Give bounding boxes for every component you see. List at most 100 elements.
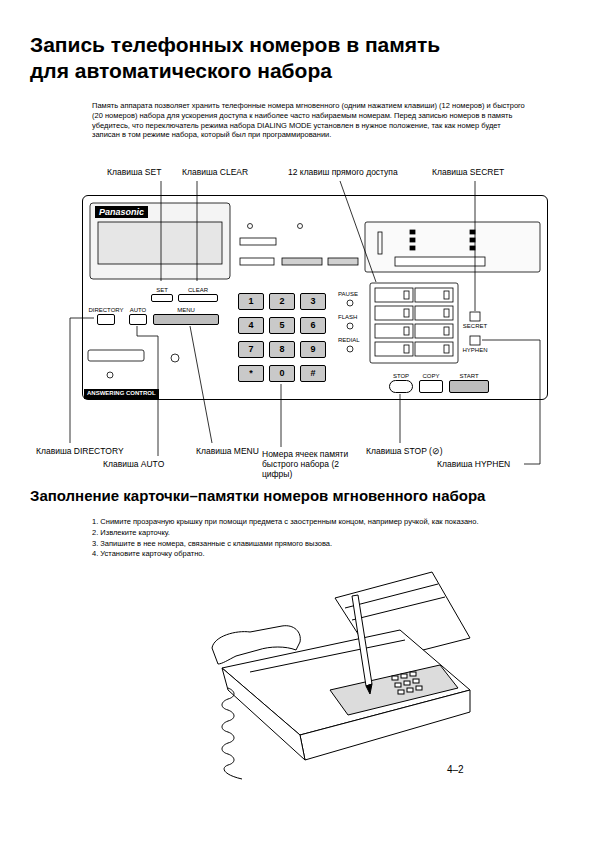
key-label: STOP bbox=[393, 373, 409, 379]
indicator-square bbox=[410, 230, 415, 234]
key-digit: 3 bbox=[310, 297, 315, 306]
key-label: DIRECTORY bbox=[88, 307, 123, 313]
round-button bbox=[347, 300, 353, 306]
step-text: 1. Снимите прозрачную крышку при помощи … bbox=[92, 517, 532, 527]
callout-label: Клавиша SET bbox=[107, 167, 161, 178]
key bbox=[407, 688, 413, 692]
callout-label: Клавиша AUTO bbox=[103, 459, 164, 470]
keypad-key: 3 bbox=[300, 293, 326, 310]
step-text: 2. Извлеките карточку. bbox=[92, 528, 532, 538]
panel-button bbox=[282, 258, 322, 265]
keypad-key: 1 bbox=[238, 293, 264, 310]
panel-button bbox=[240, 258, 274, 265]
round-button bbox=[171, 354, 179, 362]
key-digit: 2 bbox=[279, 297, 284, 306]
auto-key: AUTO bbox=[129, 314, 147, 325]
key-digit: # bbox=[310, 369, 315, 378]
key-label: SECRET bbox=[463, 323, 487, 331]
keypad-key: * bbox=[238, 365, 264, 382]
indicator-square bbox=[410, 246, 415, 250]
leader-line bbox=[197, 181, 198, 281]
paper-sheet bbox=[352, 597, 445, 620]
lcd-window bbox=[98, 222, 222, 264]
key-label: REDIAL bbox=[338, 337, 360, 345]
direct-key bbox=[415, 306, 453, 320]
indicator-bar bbox=[240, 238, 276, 245]
key bbox=[395, 683, 401, 687]
key-window bbox=[444, 291, 449, 299]
coiled-cord bbox=[222, 688, 242, 779]
panel-button bbox=[328, 258, 358, 265]
direct-key bbox=[415, 288, 453, 302]
direct-key bbox=[375, 324, 413, 338]
indicator-square bbox=[410, 238, 415, 242]
pen bbox=[352, 595, 372, 686]
key-window bbox=[404, 291, 409, 299]
keypad-key: 0 bbox=[269, 365, 295, 382]
page-number: 4–2 bbox=[447, 764, 464, 777]
keypad-key: # bbox=[300, 365, 326, 382]
section-heading: Заполнение карточки–памятки номеров мгно… bbox=[30, 487, 485, 506]
key-label: START bbox=[459, 373, 478, 379]
key bbox=[392, 676, 398, 680]
direct-key bbox=[375, 342, 413, 356]
mode-indicator-block bbox=[365, 222, 540, 272]
key-window bbox=[404, 309, 409, 317]
key-digit: 7 bbox=[248, 345, 253, 354]
key-label: CLEAR bbox=[188, 287, 208, 293]
fax-illustration bbox=[212, 572, 470, 779]
led bbox=[298, 224, 303, 229]
page-title: Запись телефонных номеров в память для а… bbox=[30, 32, 480, 85]
control-panel: PanasonicSETCLEARDIRECTORYAUTOMENU123456… bbox=[82, 195, 548, 400]
leader-line bbox=[400, 394, 401, 443]
step-text: 3. Запишите в нее номера, связанные с кл… bbox=[92, 539, 532, 549]
leader-line bbox=[161, 181, 162, 281]
direct-key bbox=[375, 306, 413, 320]
key-label: COPY bbox=[422, 373, 439, 379]
keypad-key: 7 bbox=[238, 341, 264, 358]
callout-label: Клавиша HYPHEN bbox=[437, 459, 510, 470]
display-frame bbox=[90, 203, 230, 279]
key bbox=[404, 681, 410, 685]
copy-key: COPY bbox=[419, 380, 443, 393]
leader-line bbox=[340, 181, 376, 282]
callout-label: Клавиша MENU bbox=[196, 446, 259, 457]
key-digit: 1 bbox=[248, 297, 253, 306]
key-window bbox=[444, 327, 449, 335]
keypad-key: 6 bbox=[300, 317, 326, 334]
key-window bbox=[404, 327, 409, 335]
slide-switch bbox=[378, 232, 382, 254]
indicator-square bbox=[470, 246, 475, 250]
key-digit: 9 bbox=[310, 345, 315, 354]
leader-line bbox=[475, 181, 476, 311]
key-label: PAUSE bbox=[338, 291, 358, 299]
direct-key bbox=[415, 324, 453, 338]
round-button bbox=[107, 372, 113, 378]
panel-details bbox=[88, 203, 540, 378]
indicator-square bbox=[470, 230, 475, 234]
round-button bbox=[347, 323, 353, 329]
key-label: AUTO bbox=[130, 307, 147, 313]
key bbox=[401, 674, 407, 678]
intro-paragraph: Память аппарата позволяет хранить телефо… bbox=[92, 101, 529, 140]
menu-key: MENU bbox=[153, 314, 219, 325]
key-digit: 0 bbox=[279, 369, 284, 378]
pen-tip bbox=[366, 684, 372, 694]
callout-label: Клавиша DIRECTORY bbox=[36, 446, 124, 457]
handset bbox=[212, 626, 300, 664]
stop-key: STOP bbox=[389, 380, 413, 393]
set-key: SET bbox=[151, 294, 173, 302]
keypad-key: 9 bbox=[300, 341, 326, 358]
answering-strip: ANSWERING CONTROL bbox=[84, 389, 159, 399]
leader-line bbox=[190, 326, 212, 443]
key-label: MENU bbox=[177, 307, 195, 313]
direct-key bbox=[375, 288, 413, 302]
key-window bbox=[404, 345, 409, 353]
leader-lines bbox=[70, 181, 540, 464]
callout-label: Клавиша SECRET bbox=[432, 167, 504, 178]
direct-access-panel bbox=[370, 283, 458, 363]
round-button bbox=[347, 346, 353, 352]
leader-line bbox=[281, 384, 282, 447]
keypad-key: 5 bbox=[269, 317, 295, 334]
